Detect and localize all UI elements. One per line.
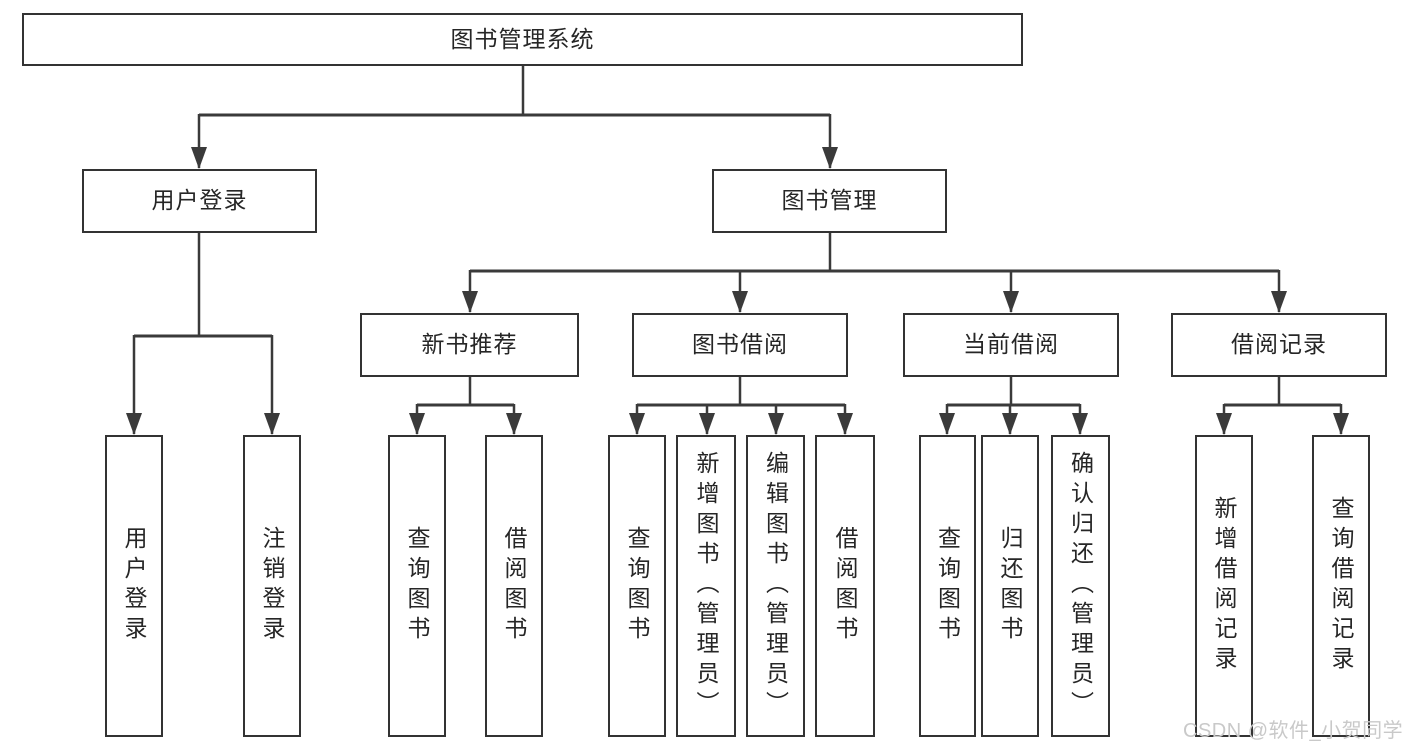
node-root-label: 图书管理系统 xyxy=(450,25,595,52)
leaf-bb-add-book: 新增图书（管理员） xyxy=(676,435,736,737)
node-borrowing-records: 借阅记录 xyxy=(1171,313,1387,377)
watermark: CSDN @软件_小贺同学 xyxy=(1183,720,1404,742)
node-user-login-label: 用户登录 xyxy=(151,187,248,214)
leaf-cb-query-book: 查询图书 xyxy=(919,435,976,737)
node-new-book-recommendation-label: 新书推荐 xyxy=(421,331,518,358)
node-book-management: 图书管理 xyxy=(712,169,947,233)
leaf-bb-borrow-book-label: 借阅图书 xyxy=(832,526,858,646)
node-root: 图书管理系统 xyxy=(22,13,1023,66)
node-borrowing-records-label: 借阅记录 xyxy=(1231,331,1327,358)
connector-bookmgmt-to-level3 xyxy=(462,232,1287,313)
connector-currentborrow-to-leaves xyxy=(939,376,1088,435)
leaf-rec-query-book: 查询图书 xyxy=(388,435,446,737)
leaf-logout: 注销登录 xyxy=(243,435,301,737)
leaf-user-login: 用户登录 xyxy=(105,435,163,737)
connector-borrowrecords-to-leaves xyxy=(1216,376,1349,435)
leaf-cb-query-book-label: 查询图书 xyxy=(934,526,961,646)
leaf-br-query-record: 查询借阅记录 xyxy=(1312,435,1370,737)
leaf-cb-return-book: 归还图书 xyxy=(981,435,1039,737)
leaf-bb-edit-book-label: 编辑图书（管理员） xyxy=(762,451,789,721)
connector-root-to-level2 xyxy=(191,64,838,169)
node-current-borrowing-label: 当前借阅 xyxy=(963,331,1059,358)
leaf-br-add-record-label: 新增借阅记录 xyxy=(1211,496,1237,676)
leaf-logout-label: 注销登录 xyxy=(259,526,285,646)
leaf-bb-edit-book: 编辑图书（管理员） xyxy=(746,435,805,737)
leaf-rec-borrow-book-label: 借阅图书 xyxy=(501,526,527,646)
node-book-borrowing: 图书借阅 xyxy=(632,313,848,377)
leaf-br-add-record: 新增借阅记录 xyxy=(1195,435,1253,737)
node-user-login: 用户登录 xyxy=(82,169,317,233)
node-book-borrowing-label: 图书借阅 xyxy=(692,331,788,358)
connector-userlogin-to-leaves xyxy=(126,232,280,435)
leaf-cb-return-book-label: 归还图书 xyxy=(997,526,1023,646)
leaf-rec-borrow-book: 借阅图书 xyxy=(485,435,543,737)
leaf-bb-borrow-book: 借阅图书 xyxy=(815,435,875,737)
leaf-user-login-label: 用户登录 xyxy=(121,526,147,646)
leaf-bb-query-book: 查询图书 xyxy=(608,435,666,737)
connector-bookborrow-to-leaves xyxy=(629,376,853,435)
node-book-management-label: 图书管理 xyxy=(781,187,878,214)
leaf-cb-confirm-return: 确认归还（管理员） xyxy=(1051,435,1110,737)
leaf-bb-add-book-label: 新增图书（管理员） xyxy=(693,451,719,721)
connector-newbookrec-to-leaves xyxy=(409,376,522,435)
leaf-bb-query-book-label: 查询图书 xyxy=(624,526,650,646)
node-new-book-recommendation: 新书推荐 xyxy=(360,313,579,377)
leaf-cb-confirm-return-label: 确认归还（管理员） xyxy=(1067,451,1094,721)
node-current-borrowing: 当前借阅 xyxy=(903,313,1119,377)
leaf-br-query-record-label: 查询借阅记录 xyxy=(1328,496,1354,676)
leaf-rec-query-book-label: 查询图书 xyxy=(404,526,430,646)
